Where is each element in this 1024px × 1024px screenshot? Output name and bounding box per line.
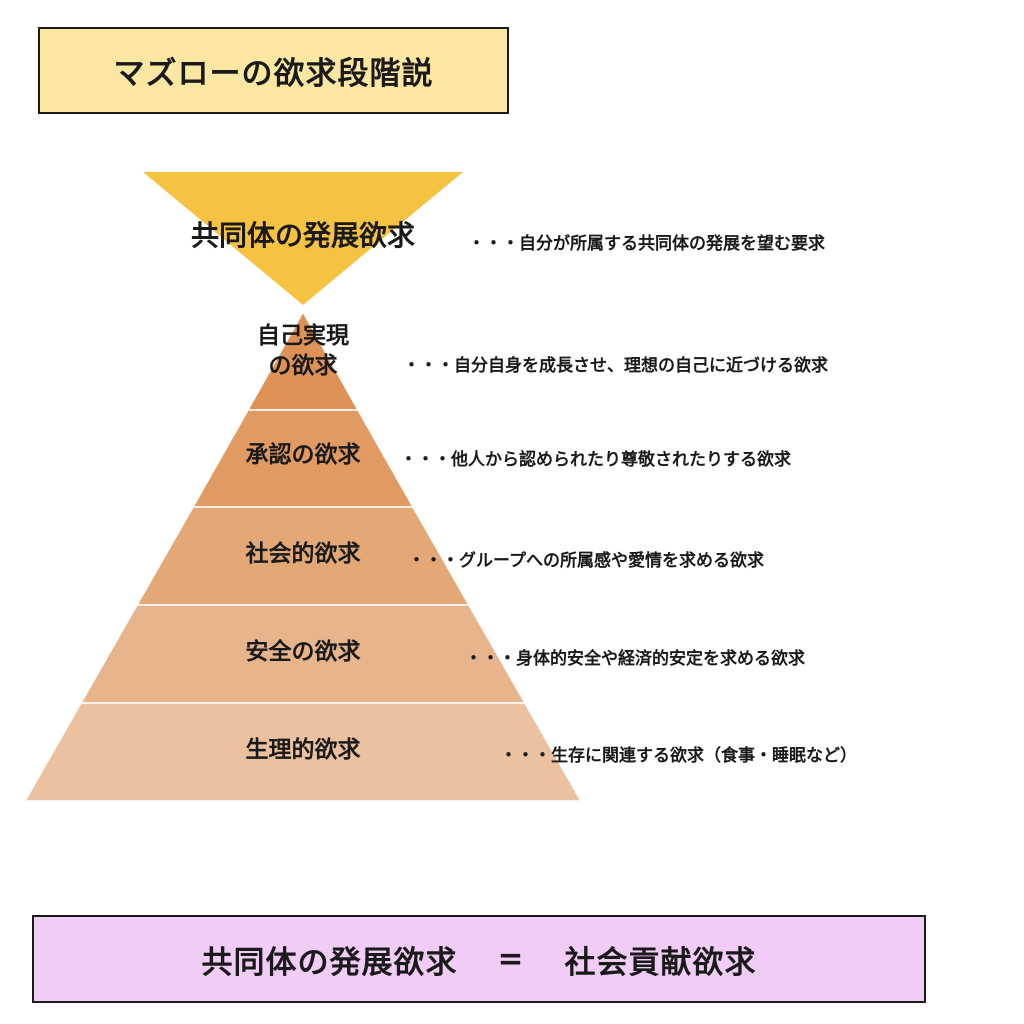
safety-description: ・・・身体的安全や経済的安定を求める欲求 (465, 649, 805, 669)
equation-box: 共同体の発展欲求 = 社会貢献欲求 (32, 915, 926, 1003)
safety-label: 安全の欲求 (245, 639, 361, 665)
top-level-description: ・・・自分が所属する共同体の発展を望む要求 (468, 234, 825, 254)
social-label: 社会的欲求 (245, 541, 361, 567)
equation-right: 社会貢献欲求 (564, 944, 757, 981)
equation-left: 共同体の発展欲求 (201, 944, 458, 981)
diagram-title: マズローの欲求段階説 (38, 27, 509, 114)
self-actualization-description: ・・・自分自身を成長させ、理想の自己に近づける欲求 (403, 356, 828, 376)
self-actualization-label-line1: 自己実現 (257, 323, 349, 349)
top-level-label: 共同体の発展欲求 (190, 219, 415, 252)
self-actualization-label-line2: の欲求 (268, 352, 338, 379)
self-actualization-label: 自己実現 の欲求 (203, 322, 403, 382)
equation-operator: = (497, 941, 525, 977)
physiological-label: 生理的欲求 (245, 737, 361, 763)
physiological-description: ・・・生存に関連する欲求（食事・睡眠など） (500, 746, 857, 766)
esteem-label: 承認の欲求 (245, 442, 361, 468)
esteem-description: ・・・他人から認められたり尊敬されたりする欲求 (400, 450, 791, 470)
top-inverted-triangle (143, 172, 463, 305)
pyramid-tier-physiological (23, 702, 583, 802)
social-description: ・・・グループへの所属感や愛情を求める欲求 (408, 551, 764, 571)
